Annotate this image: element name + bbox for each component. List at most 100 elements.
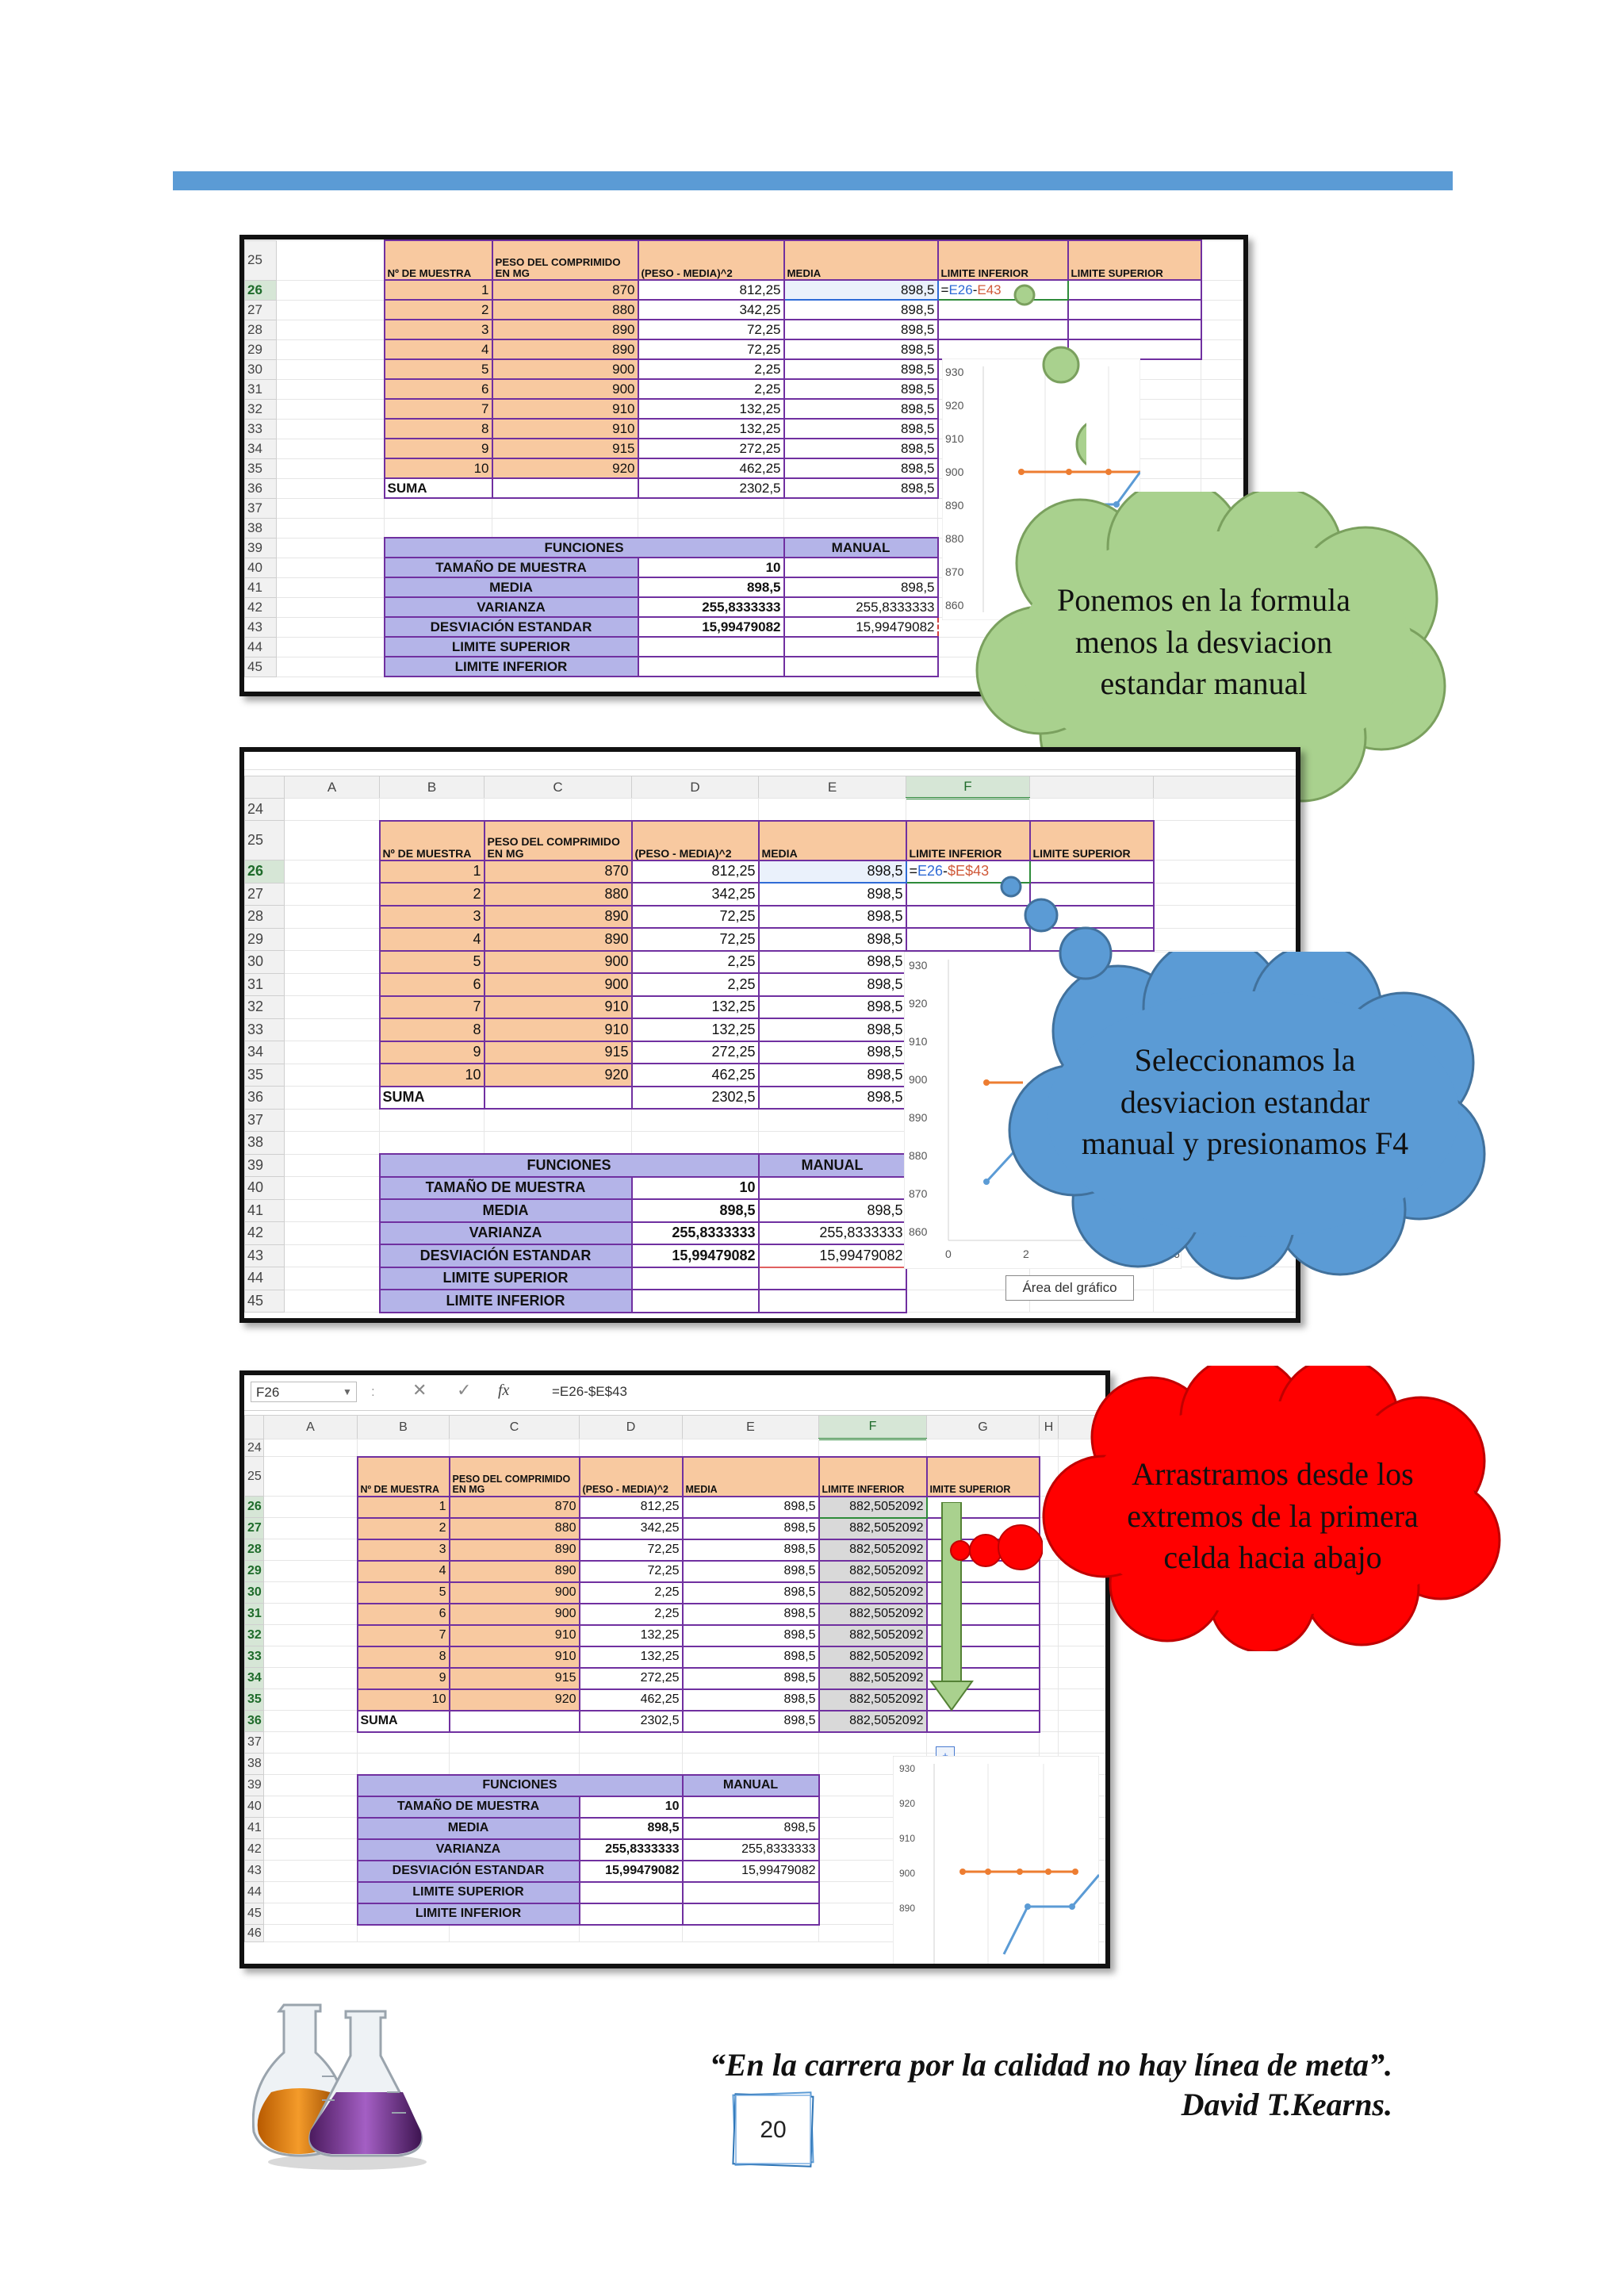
chart-y-ticks: 930 920 910 900 890 880 870 860 (945, 366, 964, 611)
mini-chart-3[interactable]: 930 920 910 900 890 (893, 1756, 1099, 1968)
quote-text: “En la carrera por la calidad no hay lín… (709, 2047, 1392, 2083)
function-icon[interactable]: fx (498, 1382, 510, 1399)
red-cloud-text: Arrastramos desde los extremos de la pri… (1127, 1455, 1419, 1576)
chart-point (1025, 1903, 1031, 1910)
y-tick: 920 (909, 997, 928, 1010)
limit-cell: 882,5052092 (818, 1538, 928, 1562)
limit-cell: 882,5052092 (818, 1581, 928, 1604)
limit-cell: 882,5052092 (818, 1559, 928, 1583)
blue-cloud-tail (1000, 876, 1113, 980)
chart-area-tooltip: Área del gráfico (1005, 1275, 1134, 1301)
y-tick: 890 (945, 499, 964, 512)
y-tick: 880 (945, 532, 964, 545)
formula-bar[interactable]: F26 ▼ : ✕ ✓ fx =E26-$E$43 (244, 1375, 1105, 1411)
y-tick: 880 (909, 1149, 928, 1162)
limit-cell: 882,5052092 (818, 1709, 928, 1733)
col-media: MEDIA (783, 240, 939, 281)
col-peso: PESO DEL COMPRIMIDO EN MG (491, 240, 639, 281)
chart-point (1069, 1903, 1075, 1910)
chart-point (1072, 1869, 1078, 1875)
selected-cell: 15,99479082 (757, 1244, 907, 1268)
drag-down-arrow-icon (929, 1502, 974, 1711)
chart-point (983, 1179, 990, 1185)
y-tick: 900 (945, 466, 964, 478)
screenshot-1: 25 Nº DE MUESTRA PESO DEL COMPRIMIDO EN … (239, 235, 1248, 696)
formula-cell[interactable]: =E26-E43 (936, 279, 1069, 301)
col-lim-sup: LIMITE SUPERIOR (1067, 240, 1202, 281)
chevron-down-icon[interactable]: ▼ (343, 1386, 352, 1397)
laboratory-flasks-icon (252, 2003, 427, 2170)
page-number: 20 (760, 2117, 787, 2143)
chart-point (1113, 501, 1120, 508)
column-header-3: A B C D E F G H (244, 1415, 1105, 1440)
limit-cell: 882,5052092 (818, 1623, 928, 1647)
y-tick: 930 (909, 959, 928, 972)
x-tick: 0 (945, 1248, 952, 1260)
header-rule (173, 171, 1453, 190)
page-number-frame (732, 2091, 814, 2168)
limit-cell: 882,5052092 (818, 1495, 928, 1519)
y-tick: 900 (909, 1073, 928, 1086)
red-cloud (1042, 1366, 1501, 1651)
chart-y-ticks: 930 920 910 900 890 (899, 1763, 915, 1914)
header-row: 25 Nº DE MUESTRA PESO DEL COMPRIMIDO EN … (244, 1455, 1105, 1497)
spreadsheet-1: 25 Nº DE MUESTRA PESO DEL COMPRIMIDO EN … (244, 240, 1243, 677)
chart-line-blue (1002, 1874, 1099, 1955)
limit-cell: 882,5052092 (818, 1602, 928, 1626)
blue-cloud (1008, 952, 1486, 1280)
green-cloud-text: Ponemos en la formula menos la desviacio… (1057, 581, 1350, 702)
y-tick: 930 (899, 1763, 915, 1774)
limit-cell: 882,5052092 (818, 1666, 928, 1690)
cancel-icon[interactable]: ✕ (412, 1380, 427, 1400)
y-tick: 860 (945, 599, 964, 611)
chart-point (985, 1869, 991, 1875)
y-tick: 910 (909, 1035, 928, 1048)
header-row: 25 Nº DE MUESTRA PESO DEL COMPRIMIDO EN … (244, 240, 1243, 281)
y-tick: 910 (945, 432, 964, 445)
y-tick: 920 (945, 399, 964, 412)
y-tick: 930 (945, 366, 964, 378)
screenshot-3: F26 ▼ : ✕ ✓ fx =E26-$E$43 A B C D E F G … (239, 1370, 1110, 1968)
name-box[interactable]: F26 (251, 1382, 357, 1402)
separator-icon: : (371, 1384, 375, 1399)
chart-point (983, 1079, 990, 1086)
y-tick: 870 (909, 1187, 928, 1200)
col-muestra: Nº DE MUESTRA (383, 240, 493, 281)
chart-point (1066, 469, 1072, 475)
check-icon[interactable]: ✓ (457, 1380, 472, 1400)
chart-point (1105, 469, 1112, 475)
x-tick: 2 (1023, 1248, 1029, 1260)
formula-input[interactable]: =E26-$E$43 (552, 1384, 627, 1399)
screenshot-2: A B C D E F 24 25 Nº DE MUESTRA PESO DEL… (239, 747, 1300, 1323)
y-tick: 920 (899, 1798, 915, 1809)
blue-cloud-text: Seleccionamos la desviacion estandar man… (1081, 1041, 1409, 1162)
limit-cell: 882,5052092 (818, 1516, 928, 1540)
copied-cell: 15,99479082 (783, 616, 939, 638)
header-row: 25 Nº DE MUESTRA PESO DEL COMPRIMIDO EN … (244, 819, 1296, 861)
y-tick: 900 (899, 1868, 915, 1879)
column-header-2: A B C D E F (244, 776, 1296, 799)
chart-point (1045, 1869, 1051, 1875)
chart-point (1018, 469, 1025, 475)
